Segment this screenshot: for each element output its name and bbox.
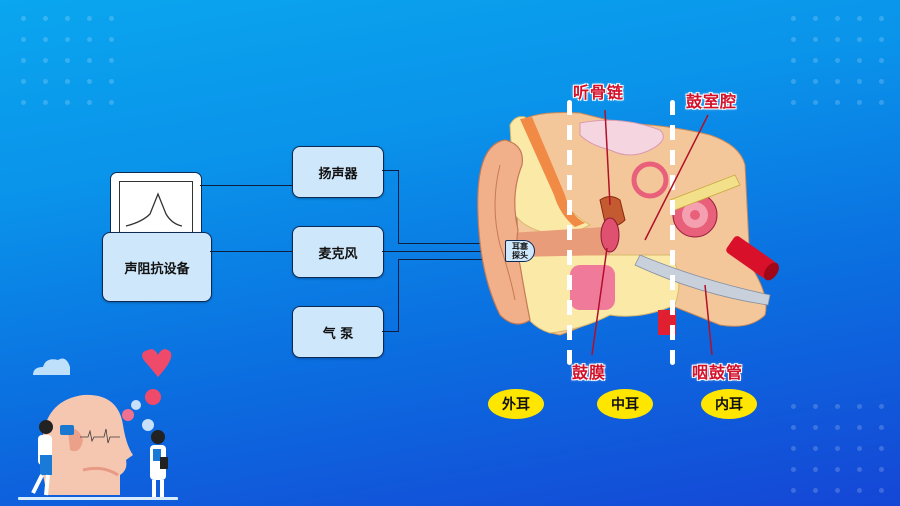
region-outer-ear: 外耳 — [488, 389, 544, 419]
label-tympanic-cavity: 鼓室腔 — [686, 92, 738, 111]
impedance-device-label: 声阻抗设备 — [124, 261, 190, 277]
connector-pump-h2 — [398, 259, 500, 260]
connector-device-mic — [210, 251, 293, 252]
earplug-probe: 耳塞 探头 — [505, 240, 535, 262]
region-middle-ear-label: 中耳 — [611, 397, 639, 413]
divider-middle-inner — [670, 100, 675, 365]
region-middle-ear: 中耳 — [597, 389, 653, 419]
probe-label-line1: 耳塞 — [512, 242, 528, 251]
probe-label-line2: 探头 — [512, 251, 528, 260]
region-inner-ear: 内耳 — [701, 389, 757, 419]
connector-mic-h — [382, 251, 500, 252]
connector-speaker-h1 — [382, 170, 398, 171]
impedance-device-box: 声阻抗设备 — [102, 232, 212, 302]
monitor-screen — [119, 181, 193, 239]
speaker-box: 扬声器 — [292, 146, 384, 198]
ear-anatomy-illustration — [477, 112, 779, 336]
speaker-label: 扬声器 — [318, 166, 358, 182]
label-eardrum: 鼓膜 — [572, 363, 607, 382]
air-pump-box: 气 泵 — [292, 306, 384, 358]
impedance-monitor — [110, 172, 202, 240]
connector-speaker-h2 — [398, 243, 500, 244]
connector-speaker-v — [398, 170, 399, 243]
microphone-label: 麦克风 — [318, 246, 358, 262]
tympanogram-curve-icon — [125, 192, 183, 227]
region-outer-ear-label: 外耳 — [502, 397, 530, 413]
connector-device-speaker — [200, 185, 293, 186]
label-ossicles: 听骨链 — [573, 83, 625, 102]
air-pump-label: 气 泵 — [322, 326, 354, 342]
label-eustachian-tube: 咽鼓管 — [692, 363, 744, 382]
connector-pump-v — [398, 259, 399, 332]
region-inner-ear-label: 内耳 — [715, 397, 743, 413]
hearing-exam-illustration — [18, 349, 178, 500]
connector-pump-h1 — [382, 331, 398, 332]
microphone-box: 麦克风 — [292, 226, 384, 278]
divider-outer-middle — [567, 100, 572, 365]
